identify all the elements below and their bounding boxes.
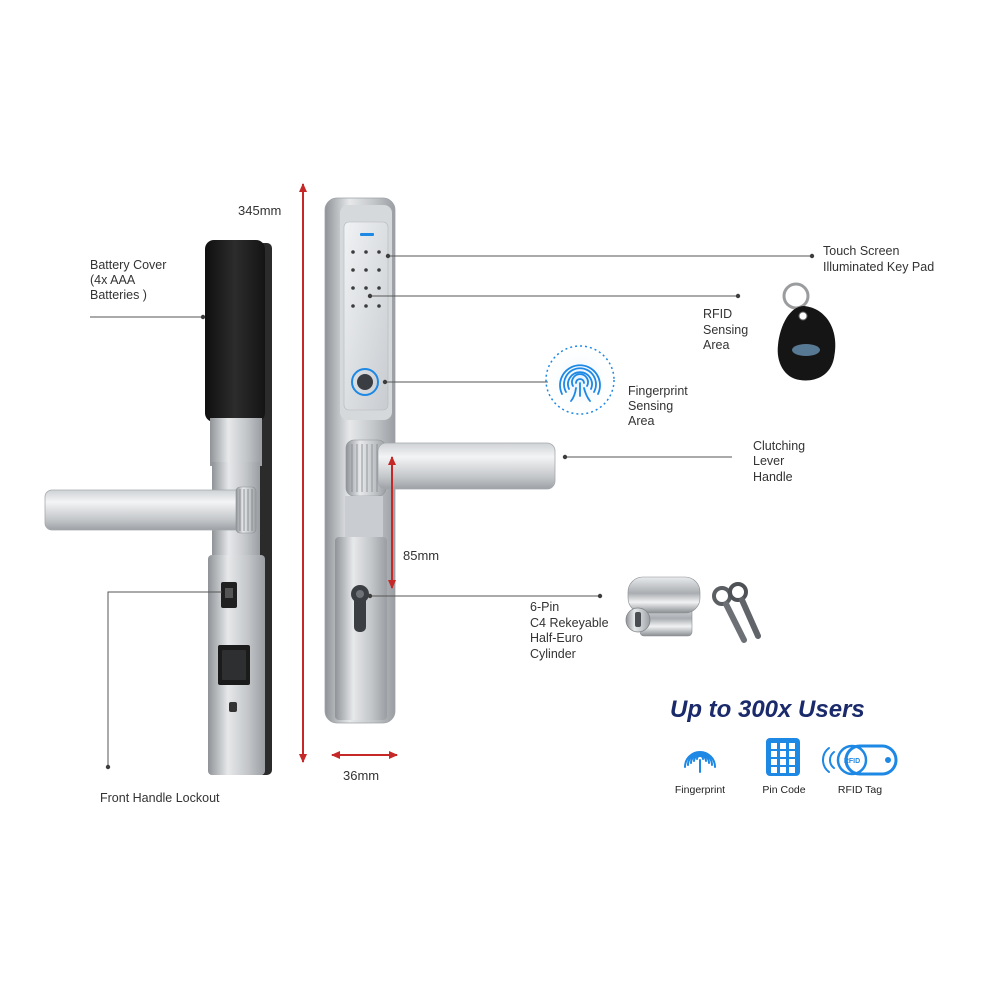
clutching-lever-line-1: Clutching: [753, 439, 805, 453]
fob-logo: [792, 344, 820, 356]
fob-body: [777, 306, 836, 381]
feature-fingerprint-label: Fingerprint: [675, 784, 725, 796]
front-lever-rose: [345, 439, 387, 497]
clutching-lever-handle: [377, 442, 556, 490]
fingerprint-scan-icon: [544, 344, 616, 416]
fob-hole: [798, 311, 808, 321]
fingerprint-sensing-line-3: Area: [628, 414, 654, 428]
rfid-sensing-line-3: Area: [703, 338, 729, 352]
touch-screen-leader: [385, 253, 815, 259]
cylinder-line-4: Cylinder: [530, 647, 576, 661]
cylinder-line-2: C4 Rekeyable: [530, 616, 609, 630]
feature-pin-code: Pin Code: [762, 738, 806, 796]
clutching-lever-callout: Clutching Lever Handle: [753, 439, 805, 484]
reset-button: [229, 702, 237, 712]
status-light: [360, 233, 374, 236]
battery-cover-leader: [90, 314, 206, 320]
fingerprint-sensing-leader: [382, 379, 548, 385]
height-dimension-label: 345mm: [238, 203, 281, 218]
rfid-sensing-line-1: RFID: [703, 307, 732, 321]
rfid-icon-text: RFID: [844, 758, 860, 765]
cylinder-keyway: [635, 612, 641, 627]
key-2: [728, 582, 761, 639]
fingerprint-icon: [684, 751, 716, 773]
users-headline: Up to 300x Users: [670, 696, 865, 723]
keypad-glass: [343, 221, 389, 411]
rfid-tag-icon: RFID: [822, 744, 898, 776]
rear-lever-handle: [44, 489, 246, 531]
front-handle-lockout-leader: [105, 591, 222, 770]
battery-cover-line-1: Battery Cover: [90, 258, 166, 272]
rear-sensor-window: [218, 645, 250, 685]
rfid-sensing-line-2: Sensing: [703, 323, 748, 337]
rear-lock-unit: [44, 240, 272, 775]
front-neck: [345, 496, 383, 538]
keypad-keys: [351, 250, 381, 308]
feature-pin-code-label: Pin Code: [762, 784, 805, 796]
keypad-icon: [766, 738, 800, 776]
rear-upper-body: [210, 418, 262, 466]
clutching-lever-leader: [562, 454, 732, 460]
width-dimension-label: 36mm: [343, 768, 379, 783]
cylinder-barrel: [627, 576, 701, 614]
cylinder-keyhole: [351, 585, 369, 632]
battery-cover-line-2: (4x AAA: [90, 273, 136, 287]
rfid-sensing-leader: [367, 293, 741, 299]
front-lock-unit: [324, 197, 556, 724]
fingerprint-sensing-line-2: Sensing: [628, 399, 673, 413]
battery-cover-callout: Battery Cover (4x AAA Batteries ): [90, 258, 166, 302]
feature-rfid-tag: RFID RFID Tag: [822, 744, 898, 796]
lockout-switch: [221, 582, 237, 608]
feature-rfid-tag-label: RFID Tag: [838, 784, 882, 796]
cylinder-line-1: 6-Pin: [530, 600, 559, 614]
clutching-lever-line-3: Handle: [753, 470, 793, 484]
clutching-lever-line-2: Lever: [753, 454, 784, 468]
cylinder-leader: [367, 593, 603, 599]
lever-offset-dimension-label: 85mm: [403, 548, 439, 563]
feature-fingerprint: Fingerprint: [675, 751, 725, 796]
front-handle-lockout-callout: Front Handle Lockout: [100, 791, 220, 805]
touch-screen-line-1: Touch Screen: [823, 244, 899, 258]
cylinder-line-3: Half-Euro: [530, 631, 583, 645]
battery-cover: [205, 240, 265, 422]
cylinder-callout: 6-Pin C4 Rekeyable Half-Euro Cylinder: [530, 600, 609, 661]
fingerprint-sensing-callout: Fingerprint Sensing Area: [628, 384, 688, 428]
euro-cylinder-with-keys: [625, 576, 761, 643]
rfid-sensing-callout: RFID Sensing Area: [703, 307, 748, 352]
fingerprint-sensor: [351, 368, 379, 396]
battery-cover-line-3: Batteries ): [90, 288, 147, 302]
rear-handle-rose: [235, 486, 257, 534]
fingerprint-sensing-line-1: Fingerprint: [628, 384, 688, 398]
touch-screen-callout: Touch Screen Illuminated Key Pad: [823, 244, 934, 274]
key-ring: [782, 282, 810, 310]
touch-screen-line-2: Illuminated Key Pad: [823, 260, 934, 274]
rfid-key-fob: [777, 282, 836, 381]
